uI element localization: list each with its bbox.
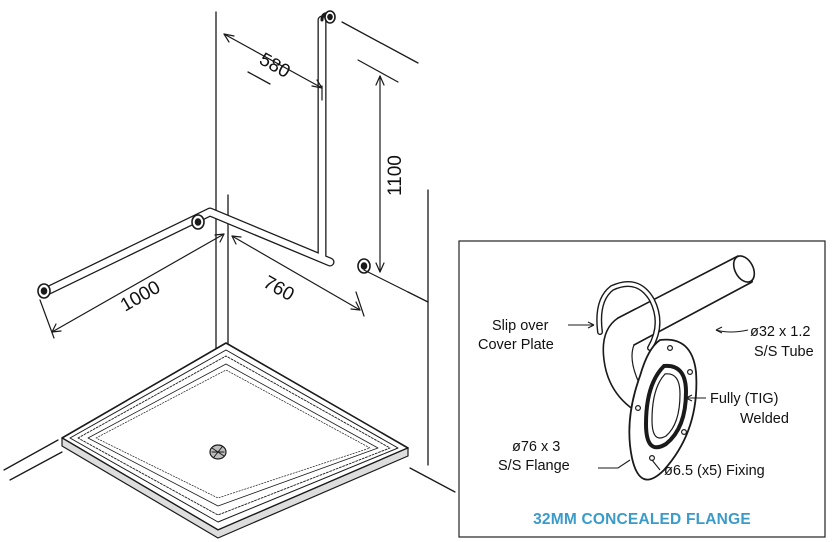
flange-illustration	[596, 255, 756, 481]
label-fixing: ø6.5 (x5) Fixing	[664, 463, 765, 479]
label-tube-line1: ø32 x 1.2	[750, 324, 810, 340]
label-cover-plate-line2: Cover Plate	[478, 337, 554, 353]
label-tube-line2: S/S Tube	[754, 344, 814, 360]
label-weld-line1: Fully (TIG)	[710, 391, 778, 407]
leader-lines	[568, 321, 749, 471]
shower-tray	[61, 342, 409, 539]
detail-caption: 32MM CONCEALED FLANGE	[533, 511, 751, 528]
dimension-760: 760	[260, 272, 298, 306]
drain	[209, 444, 227, 460]
rail-flange	[37, 10, 371, 299]
dimension-1100: 1100	[385, 155, 406, 196]
label-cover-plate-line1: Slip over	[492, 318, 549, 334]
label-flange-line1: ø76 x 3	[512, 439, 560, 455]
flange-detail-panel: Slip over Cover Plate ø32 x 1.2 S/S Tube…	[458, 240, 826, 538]
dimension-1000: 1000	[117, 277, 164, 316]
grab-rail	[40, 12, 335, 297]
dimension-lines	[39, 33, 409, 339]
label-flange-line2: S/S Flange	[498, 458, 570, 474]
label-weld-line2: Welded	[740, 411, 789, 427]
